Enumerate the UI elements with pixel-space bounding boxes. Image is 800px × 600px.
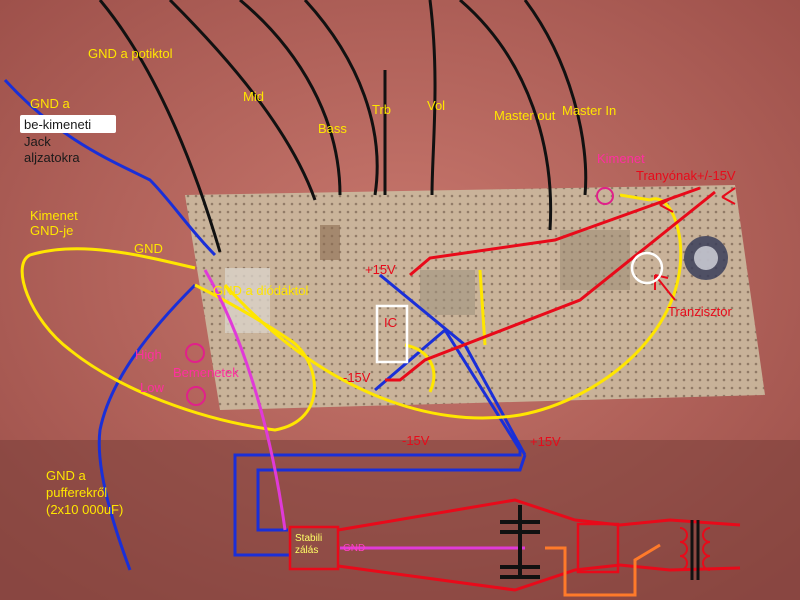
kimenet-marker xyxy=(596,187,614,205)
transformer-core xyxy=(690,520,700,580)
label-high: High xyxy=(135,347,162,362)
component-block xyxy=(420,270,475,315)
label-ic: IC xyxy=(384,315,397,330)
label-aljzatokra: aljzatokra xyxy=(24,150,80,165)
label-kimenet: Kimenet xyxy=(597,151,645,166)
label-trb: Trb xyxy=(372,102,392,117)
gnd-magenta-wire xyxy=(203,269,287,531)
label-master-in: Master In xyxy=(562,103,617,118)
label-plus15-top: +15V xyxy=(365,262,396,277)
transistor-marker xyxy=(630,251,664,285)
label-jack: Jack xyxy=(24,134,51,149)
label-master-out: Master out xyxy=(494,108,556,123)
label-gnd-pufferekrol: GND a pufferekről (2x10 000uF) xyxy=(46,468,124,517)
arrow-tranyonak-1 xyxy=(659,195,676,213)
high-input-marker xyxy=(185,343,205,363)
label-gnd-small: GND xyxy=(343,543,366,554)
transformer-symbol xyxy=(679,527,711,571)
capacitor-symbols xyxy=(500,505,540,579)
orange-wire xyxy=(545,543,661,597)
label-gnd-a: GND a xyxy=(30,96,70,111)
label-bass: Bass xyxy=(318,121,347,136)
gnd-yellow-wires xyxy=(20,193,683,432)
label-vol: Vol xyxy=(427,98,446,113)
label-tranzisztor: Tranzisztor xyxy=(668,304,732,319)
stabilizer-box xyxy=(288,525,340,571)
label-gnd-potiktol: GND a potiktol xyxy=(88,46,173,61)
label-gnd: GND xyxy=(134,241,163,256)
label-be-kimeneti: be-kimeneti xyxy=(24,117,92,132)
label-tranyonak: Tranyónak+/-15V xyxy=(636,168,736,183)
capacitor xyxy=(694,246,718,270)
label-minus15-left: -15V xyxy=(343,370,371,385)
be-kimeneti-highlight xyxy=(20,115,116,133)
label-plus15-bottom: +15V xyxy=(530,434,561,449)
label-stabilizalas: Stabili zálás xyxy=(295,533,323,556)
label-kimenet-gnd: Kimenet GND-je xyxy=(30,208,78,238)
label-low: Low xyxy=(140,380,164,395)
rectifier-box xyxy=(576,522,620,574)
component-block xyxy=(320,225,340,260)
label-minus15-bottom: -15V xyxy=(402,433,430,448)
label-mid: Mid xyxy=(243,89,264,104)
label-bemenetek: Bemenetek xyxy=(173,365,239,380)
ic-box xyxy=(375,304,409,364)
label-gnd-diodaktol: GND a diódáktol xyxy=(213,283,309,298)
component-block xyxy=(560,230,630,290)
arrow-tranyonak-2 xyxy=(721,187,736,205)
low-input-marker xyxy=(186,386,206,406)
pot-wires xyxy=(98,0,588,253)
